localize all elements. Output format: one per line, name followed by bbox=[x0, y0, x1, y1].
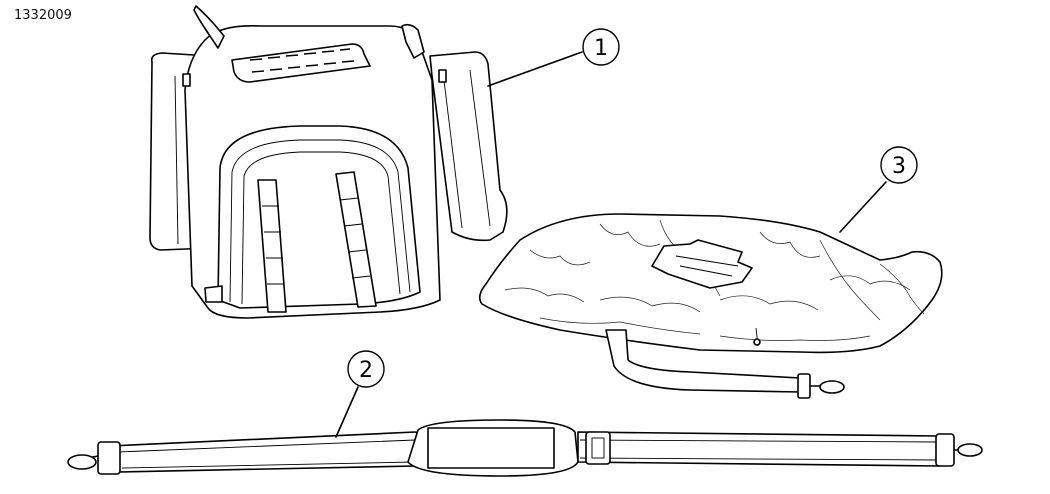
callout-label: 1 bbox=[594, 36, 608, 61]
callout-2: 2 bbox=[347, 350, 385, 388]
callout-circle bbox=[880, 146, 918, 184]
bag-illustration bbox=[149, 5, 508, 319]
callout-label: 2 bbox=[359, 358, 373, 383]
callout-circle bbox=[347, 350, 385, 388]
callout-circle bbox=[582, 28, 620, 66]
callout-1: 1 bbox=[582, 28, 620, 66]
shoulder-strap-illustration bbox=[67, 419, 983, 477]
rain-cover-illustration bbox=[478, 213, 943, 399]
callout-label: 3 bbox=[892, 154, 906, 179]
callout-leaders bbox=[335, 51, 887, 438]
callout-3: 3 bbox=[880, 146, 918, 184]
figure-id: 1332009 bbox=[14, 8, 72, 23]
